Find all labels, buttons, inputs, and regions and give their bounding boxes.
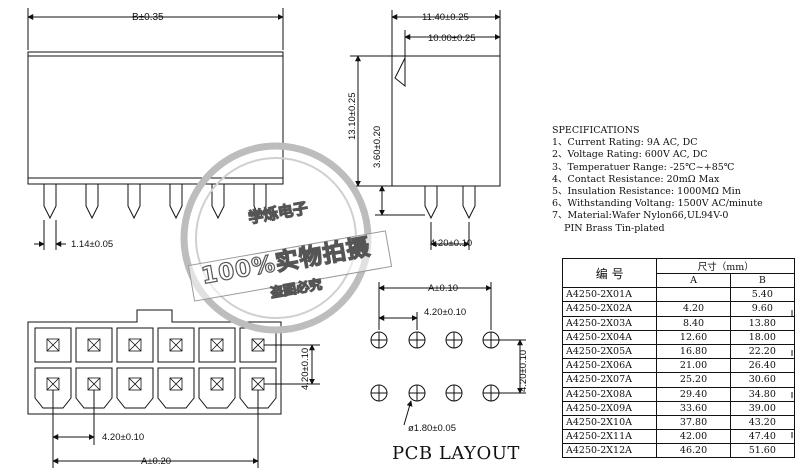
header-col-b: B bbox=[729, 272, 795, 289]
model-cell: A4250-2X08A bbox=[561, 386, 658, 402]
pin-width-label: 1.14±0.05 bbox=[71, 239, 113, 250]
cavity-row-bottom bbox=[34, 367, 277, 409]
table-row: A4250-2X01A 5.40 bbox=[561, 287, 795, 303]
side-view bbox=[350, 10, 501, 250]
model-cell: A4250-2X12A bbox=[561, 443, 658, 459]
overall-depth-label: 11.40±0.25 bbox=[422, 12, 469, 23]
pcb-pitch-h-label: 4.20±0.10 bbox=[424, 307, 466, 318]
model-cell: A4250-2X01A bbox=[561, 287, 658, 303]
model-cell: A4250-2X02A bbox=[561, 301, 658, 317]
header-col-a: A bbox=[656, 272, 731, 289]
a-cell: 4.20 bbox=[656, 301, 731, 317]
model-cell: A4250-2X10A bbox=[561, 414, 658, 431]
hole-diameter-label: ø1.80±0.05 bbox=[408, 423, 456, 434]
pcb-layout-title: PCB LAYOUT bbox=[392, 443, 520, 464]
model-cell: A4250-2X06A bbox=[561, 358, 658, 374]
front-pitch-v-label: 4.20±0.10 bbox=[300, 348, 311, 390]
a-cell: 46.20 bbox=[656, 443, 731, 459]
model-cell: A4250-2X04A bbox=[561, 329, 658, 345]
spec-item: 3、Temperatuer Range: -25℃~+85℃ bbox=[552, 161, 735, 173]
contact-squares bbox=[46, 338, 265, 391]
cavity-row-top bbox=[34, 327, 277, 363]
top-view bbox=[27, 8, 284, 250]
spec-item: 1、Current Rating: 9A AC, DC bbox=[552, 137, 698, 149]
a-cell: 12.60 bbox=[656, 329, 731, 345]
b-cell: 51.60 bbox=[729, 443, 795, 459]
b-cell: 9.60 bbox=[729, 301, 795, 317]
a-cell: 21.00 bbox=[656, 358, 731, 374]
spec-item: 2、Voltage Rating: 600V AC, DC bbox=[552, 149, 708, 161]
model-cell: A4250-2X03A bbox=[561, 315, 658, 331]
b-cell: 43.20 bbox=[729, 414, 795, 431]
b-width-label: B±0.35 bbox=[132, 12, 164, 23]
spec-item: 7、Material:Wafer Nylon66,UL94V-0 bbox=[552, 210, 729, 222]
front-a-label: A±0.20 bbox=[141, 456, 171, 467]
a-cell: 33.60 bbox=[656, 400, 731, 416]
spec-item: 5、Insulation Resistance: 1000MΩ Min bbox=[552, 186, 741, 198]
spec-item: PIN Brass Tin-plated bbox=[552, 222, 665, 234]
b-cell: 47.40 bbox=[729, 429, 795, 445]
specifications: SPECIFICATIONS 1、Current Rating: 9A AC, … bbox=[552, 125, 763, 235]
spec-item: 6、Withstanding Voltang: 1500V AC/minute bbox=[552, 198, 763, 210]
b-cell: 34.80 bbox=[729, 386, 795, 402]
pcb-layout bbox=[370, 282, 526, 426]
model-cell: A4250-2X09A bbox=[561, 400, 658, 416]
body-depth-label: 10.00±0.25 bbox=[428, 33, 475, 44]
b-cell: 18.00 bbox=[729, 329, 795, 345]
spec-item: 4、Contact Resistance: 20mΩ Max bbox=[552, 173, 720, 185]
b-cell: 5.40 bbox=[729, 287, 795, 303]
b-cell: 26.40 bbox=[729, 358, 795, 374]
header-size: 尺寸（mm） bbox=[656, 258, 795, 274]
b-cell: 22.20 bbox=[729, 343, 795, 360]
front-pitch-h-label: 4.20±0.10 bbox=[102, 432, 144, 443]
size-table: 编 号 尺寸（mm） A B A4250-2X01A 5.40 A4250-2X0… bbox=[561, 257, 795, 459]
a-cell: 42.00 bbox=[656, 429, 731, 445]
a-cell: 29.40 bbox=[656, 386, 731, 402]
b-cell: 39.00 bbox=[729, 400, 795, 416]
a-cell: 25.20 bbox=[656, 372, 731, 388]
header-model: 编 号 bbox=[561, 257, 658, 289]
front-view bbox=[27, 309, 320, 468]
pcb-holes bbox=[370, 331, 500, 402]
specifications-title: SPECIFICATIONS bbox=[552, 125, 640, 136]
b-cell: 30.60 bbox=[729, 372, 795, 388]
a-total-label: A±0.10 bbox=[428, 283, 458, 294]
pin-row-top-view bbox=[43, 184, 267, 220]
model-cell: A4250-2X07A bbox=[561, 372, 658, 388]
pcb-pitch-v-label: 4.20±0.10 bbox=[518, 350, 529, 392]
size-table-header-row: 编 号 尺寸（mm） bbox=[561, 257, 795, 289]
a-cell: 8.40 bbox=[656, 315, 731, 331]
side-pitch-label: 4.20±0.10 bbox=[430, 238, 472, 249]
a-cell: 16.80 bbox=[656, 343, 731, 360]
b-cell: 13.80 bbox=[729, 315, 795, 331]
pin-length-label: 3.60±0.20 bbox=[372, 126, 383, 168]
model-cell: A4250-2X11A bbox=[561, 429, 658, 445]
model-cell: A4250-2X05A bbox=[561, 343, 658, 360]
watermark-stamp bbox=[180, 142, 393, 334]
a-cell bbox=[656, 287, 731, 303]
height-label: 13.10±0.25 bbox=[347, 93, 358, 140]
a-cell: 37.80 bbox=[656, 414, 731, 431]
